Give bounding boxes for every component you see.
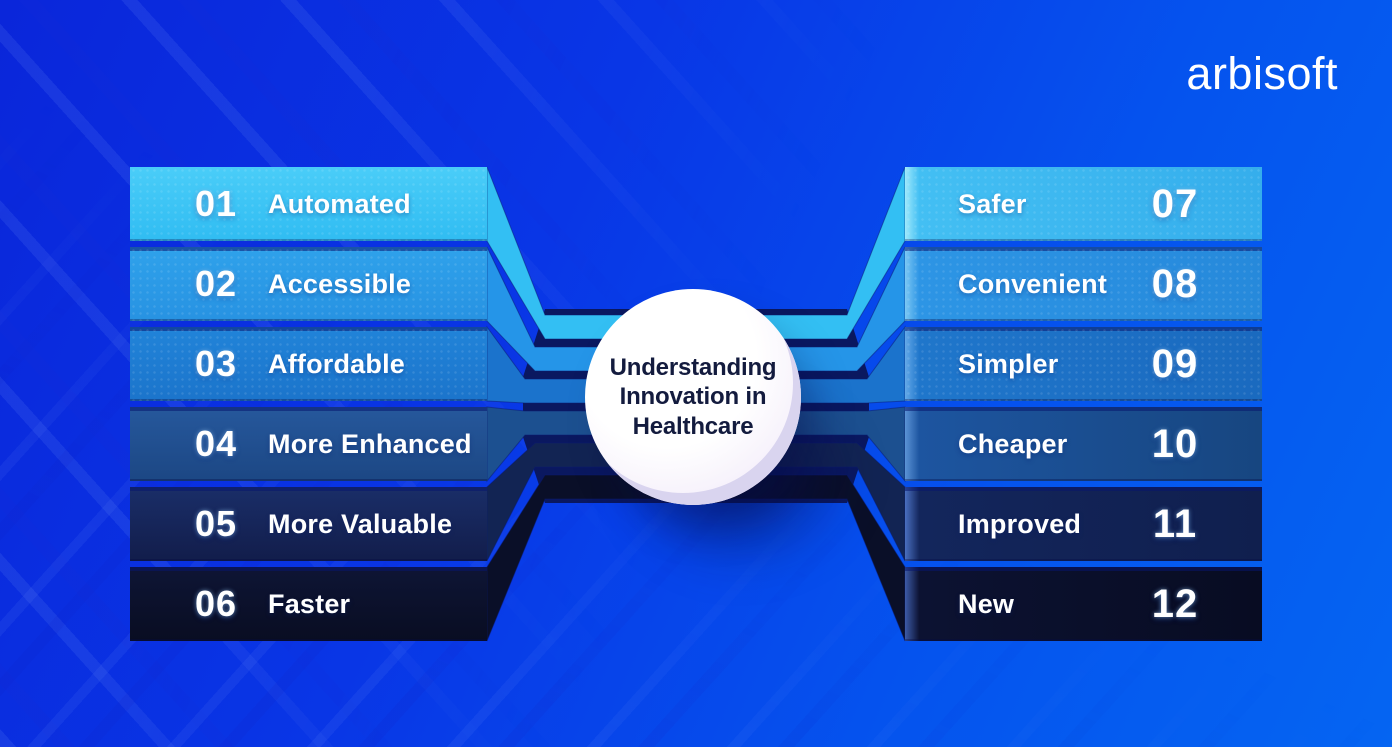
- left-number-4: 04: [194, 423, 238, 464]
- left-bar-6: 06 Faster: [130, 567, 487, 641]
- right-label-4: Cheaper: [958, 428, 1068, 459]
- right-bar-4: Cheaper 10: [905, 407, 1262, 481]
- right-number-1: 07: [1151, 181, 1199, 226]
- center-title-line-2: Innovation in: [619, 383, 767, 411]
- arbisoft-logo: arbisoft: [1186, 48, 1338, 99]
- right-number-2: 08: [1151, 261, 1199, 306]
- right-bar-5: Improved 11: [905, 487, 1262, 561]
- right-number-3: 09: [1151, 341, 1199, 386]
- left-bar-1: 01 Automated: [130, 167, 487, 241]
- left-label-3: Affordable: [268, 348, 405, 379]
- left-number-5: 05: [194, 503, 238, 544]
- left-label-2: Accessible: [268, 268, 412, 299]
- center-circle: Understanding Innovation in Healthcare: [585, 289, 801, 505]
- right-number-6: 12: [1151, 581, 1199, 626]
- left-bar-4: 04 More Enhanced: [130, 407, 487, 481]
- right-number-4: 10: [1151, 421, 1199, 466]
- center-title-line-1: Understanding: [609, 354, 777, 382]
- left-label-5: More Valuable: [268, 508, 453, 539]
- left-bar-3: 03 Affordable: [130, 327, 487, 401]
- center-title: Understanding Innovation in Healthcare: [610, 353, 777, 441]
- right-label-6: New: [958, 588, 1015, 619]
- right-bar-6: New 12: [905, 567, 1262, 641]
- right-label-1: Safer: [958, 188, 1027, 219]
- right-number-5: 11: [1152, 501, 1198, 546]
- right-label-5: Improved: [958, 508, 1082, 539]
- right-bar-1: Safer 07: [905, 167, 1262, 241]
- left-bar-2: 02 Accessible: [130, 247, 487, 321]
- left-number-3: 03: [194, 343, 238, 384]
- left-bar-5: 05 More Valuable: [130, 487, 487, 561]
- right-bar-3: Simpler 09: [905, 327, 1262, 401]
- left-label-6: Faster: [268, 588, 351, 619]
- right-label-3: Simpler: [958, 348, 1059, 379]
- left-label-1: Automated: [268, 188, 411, 219]
- left-label-4: More Enhanced: [268, 428, 472, 459]
- left-number-1: 01: [194, 183, 238, 224]
- left-number-6: 06: [194, 583, 238, 624]
- right-bar-2: Convenient 08: [905, 247, 1262, 321]
- right-label-2: Convenient: [958, 268, 1108, 299]
- center-title-line-3: Healthcare: [632, 412, 754, 440]
- left-number-2: 02: [194, 263, 238, 304]
